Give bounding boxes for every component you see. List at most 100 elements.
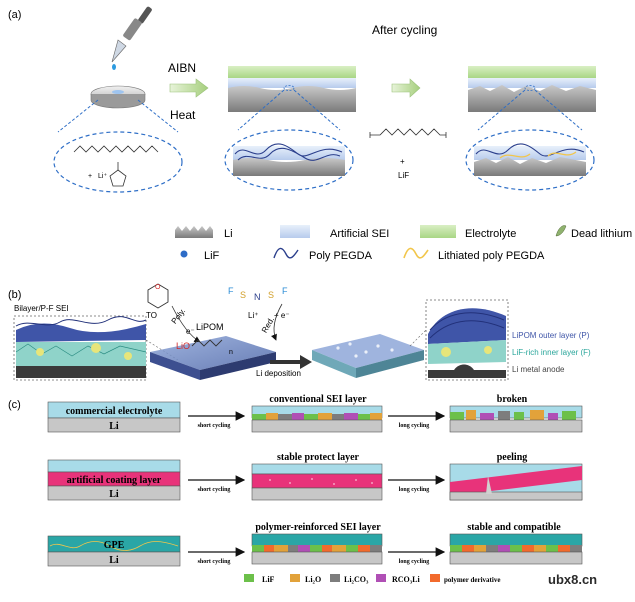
svg-text:S: S [240, 290, 246, 300]
row2-long-label: long cycling [399, 487, 430, 493]
legend-c-li2o: Li₂O [305, 575, 321, 584]
legend-c-rco3li-swatch [376, 574, 386, 582]
lipom-label: LiPOM [196, 322, 224, 332]
row3-mid-stack [251, 533, 383, 565]
legend-c-li2co3-swatch [330, 574, 340, 582]
svg-text:F: F [282, 286, 288, 296]
stack-after-cycling [468, 66, 596, 112]
panel-b-label: (b) [8, 289, 21, 301]
svg-text:N: N [254, 292, 261, 302]
substrate-disk [90, 85, 146, 109]
row2-mid-title: stable protect layer [277, 452, 360, 463]
legend-sei-swatch [280, 225, 310, 238]
legend-c-rco3li: RCO₃Li [392, 575, 421, 584]
zoom-content-2 [474, 143, 586, 176]
row2-left-stack [47, 459, 181, 501]
row3-long-label: long cycling [399, 559, 430, 565]
product-plus: + [400, 157, 405, 166]
zoom-content-1 [233, 143, 345, 176]
trioxane-o: O [155, 284, 161, 291]
legend-c: LiF Li₂O Li₂CO₃ RCO₃Li polymer derivativ… [244, 574, 500, 584]
row1-left-stack [47, 401, 181, 433]
row3-short-label: short cycling [198, 559, 231, 565]
dead-lithium-icon [555, 225, 567, 237]
bilayer-detail-inset [425, 299, 509, 381]
row3-mid-title: polymer-reinforced SEI layer [255, 522, 381, 533]
outer-layer-label: LiPOM outer layer (P) [512, 331, 590, 340]
precursor-plus: + [88, 173, 92, 180]
legend-c-li2co3: Li₂CO₃ [344, 575, 369, 584]
legend-li-swatch [175, 226, 213, 238]
row2-short-label: short cycling [198, 487, 231, 493]
row2-li-label: Li [109, 489, 119, 500]
row3-left-label: GPE [104, 540, 125, 551]
reaction-arrow-2 [391, 78, 421, 98]
bilayer-inset [13, 315, 147, 381]
aibn-label: AIBN [168, 61, 196, 75]
lipom-n-subscript: n [229, 349, 233, 356]
lif-dot-icon [180, 250, 188, 258]
trioxane-molecule-icon [147, 283, 169, 309]
inner-layer-label: LiF-rich inner layer (F) [512, 348, 591, 357]
legend-a: Li Artificial SEI Electrolyte Dead lithi… [175, 225, 632, 262]
legend-artificial-sei: Artificial SEI [330, 228, 389, 240]
precursor-zoom-ellipse [53, 131, 183, 193]
legend-li: Li [224, 228, 233, 240]
lithiated-chain-icon [369, 128, 447, 138]
row3-li-label: Li [109, 555, 119, 566]
legend-dead-lithium: Dead lithium [571, 228, 632, 240]
legend-c-lif: LiF [262, 575, 275, 584]
lipom-slab [150, 336, 276, 380]
trioxane-label: TO [146, 311, 157, 320]
deposited-slab [312, 334, 424, 378]
row1-right-stack [449, 405, 583, 433]
legend-c-lif-swatch [244, 574, 254, 582]
row1-long-label: long cycling [399, 423, 430, 429]
poly-label: Poly. [170, 307, 188, 326]
precursor-li-plus: Li⁺ [98, 173, 107, 180]
svg-text:F: F [228, 286, 234, 296]
poly-electron: e⁻ [186, 327, 195, 336]
row1-mid-title: conventional SEI layer [269, 394, 367, 405]
watermark: ubx8.cn [548, 572, 597, 587]
row1-left-label: commercial electrolyte [66, 406, 163, 417]
legend-c-li2o-swatch [290, 574, 300, 582]
reaction-arrow-1 [169, 78, 209, 98]
legend-poly-pegda: Poly PEGDA [309, 250, 373, 262]
reduction-electron: + e⁻ [274, 311, 290, 320]
row2-right-title: peeling [497, 452, 528, 463]
row2-left-label: artificial coating layer [67, 475, 162, 486]
li-deposition-arrow [270, 355, 312, 369]
svg-text:S: S [268, 290, 274, 300]
pegda-molecule-icon [73, 145, 159, 153]
zoom-ellipse-1 [224, 129, 354, 191]
legend-lif: LiF [204, 250, 220, 262]
legend-electrolyte: Electrolyte [465, 228, 516, 240]
heat-label: Heat [170, 108, 196, 122]
lio-label: LiO [176, 341, 190, 351]
row2-right-stack [449, 463, 583, 501]
row2-mid-stack [251, 463, 383, 501]
li-deposition-label: Li deposition [256, 369, 301, 378]
row1-right-title: broken [497, 394, 528, 405]
legend-c-polymer-swatch [430, 574, 440, 582]
lifsi-molecule-icon: F S N S F [228, 286, 288, 302]
poly-pegda-line-icon [273, 247, 299, 259]
row3-right-stack [449, 533, 583, 565]
pipette-icon [111, 6, 152, 70]
row1-short-label: short cycling [198, 423, 231, 429]
lifsi-li-plus: Li⁺ [248, 311, 258, 320]
after-cycling-title: After cycling [372, 23, 437, 37]
panel-c-label: (c) [8, 399, 21, 411]
additive-ring-icon [109, 162, 127, 187]
legend-c-polymer: polymer derivative [444, 576, 500, 584]
row3-left-stack [47, 535, 181, 567]
lipom-chain-icon [191, 339, 223, 347]
product-lif: LiF [398, 171, 409, 180]
stack-initial [228, 66, 356, 112]
row1-mid-stack [251, 405, 383, 433]
legend-lithiated-poly-pegda: Lithiated poly PEGDA [438, 250, 545, 262]
row3-right-title: stable and compatible [467, 522, 561, 533]
lithiated-pegda-line-icon [403, 247, 429, 259]
bilayer-label: Bilayer/P-F SEI [14, 304, 69, 313]
